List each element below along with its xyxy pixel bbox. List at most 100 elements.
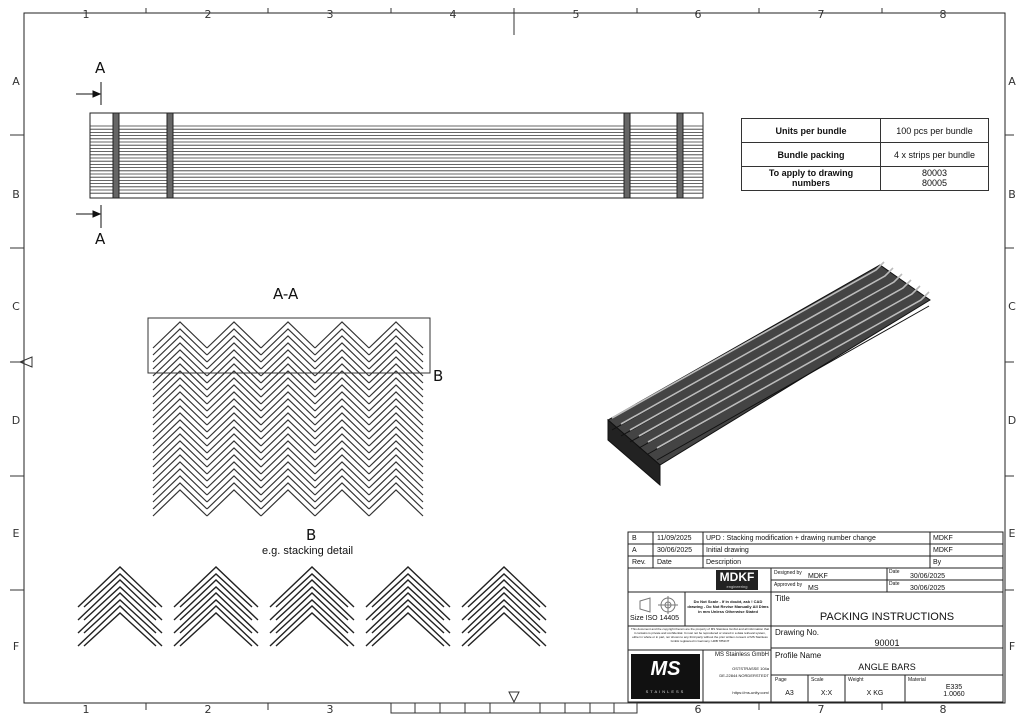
angle-bar-profile	[206, 328, 262, 356]
angle-bar-profile	[152, 321, 208, 349]
drawing-no: 90001	[874, 638, 900, 648]
angle-bar-profile	[314, 433, 370, 461]
angle-bar-profile	[368, 489, 424, 517]
angle-bar-detail	[173, 605, 259, 647]
bundle-side-view	[89, 112, 704, 199]
scale-label: Scale	[811, 677, 824, 683]
angle-bar-detail	[467, 573, 541, 608]
angle-bar-detail	[467, 612, 541, 647]
ms-logo	[631, 654, 700, 699]
angle-bar-profile	[314, 370, 370, 398]
angle-bar-profile	[260, 412, 316, 440]
zone-letter: A	[1008, 75, 1016, 88]
angle-bar-profile	[152, 475, 208, 503]
angle-bar-profile	[314, 328, 370, 356]
angle-bar-detail	[77, 566, 163, 608]
angle-bar-profile	[152, 335, 208, 363]
material-label: Material	[908, 677, 926, 683]
angle-bar-detail	[365, 605, 451, 647]
angle-bar-profile	[314, 412, 370, 440]
angle-bar-detail	[77, 579, 163, 621]
angle-bar-detail	[371, 586, 445, 621]
iso-strip	[629, 273, 903, 431]
angle-bar-profile	[152, 461, 208, 489]
angle-bar-profile	[260, 370, 316, 398]
angle-bar-profile	[206, 342, 262, 370]
date-label: Date	[889, 581, 900, 587]
angle-bar-detail	[461, 579, 547, 621]
page-size: A3	[785, 690, 794, 697]
angle-bar-detail	[173, 566, 259, 608]
angle-bar-profile	[368, 370, 424, 398]
angle-bar-detail	[269, 592, 355, 634]
angle-bar-profile	[314, 447, 370, 475]
ms-logo-sub: STAINLESS	[645, 689, 686, 694]
section-marker-top: A	[95, 59, 106, 77]
angle-bar-profile	[368, 384, 424, 412]
bundle-iso-view	[607, 261, 931, 487]
profile-name: ANGLE BARS	[858, 662, 916, 672]
iso-strip	[656, 291, 930, 449]
angle-bar-profile	[368, 412, 424, 440]
angle-bar-detail	[269, 605, 355, 647]
angle-bar-profile	[260, 426, 316, 454]
rev-date: 30/06/2025	[657, 547, 693, 554]
scale-strip	[390, 702, 638, 714]
zone-number: 6	[694, 8, 702, 21]
angle-bar-profile	[368, 433, 424, 461]
angle-bar-profile	[206, 412, 262, 440]
zone-number: 3	[326, 703, 334, 716]
angle-bar-profile	[368, 419, 424, 447]
angle-bar-profile	[152, 454, 208, 482]
angle-bar-profile	[368, 321, 424, 349]
angle-bar-profile	[260, 384, 316, 412]
angle-bar-profile	[206, 454, 262, 482]
angle-bar-profile	[206, 356, 262, 384]
angle-bar-detail	[269, 566, 355, 608]
zone-letter: E	[1008, 527, 1016, 540]
angle-bar-profile	[260, 468, 316, 496]
approved-by: MS	[808, 585, 819, 592]
angle-bar-profile	[206, 377, 262, 405]
angle-bar-profile	[152, 419, 208, 447]
rev-header-by: By	[933, 559, 942, 566]
angle-bar-profile	[152, 433, 208, 461]
angle-bar-profile	[152, 426, 208, 454]
material-value: E335 1.0060	[943, 684, 965, 698]
profile-label: Profile Name	[775, 651, 822, 660]
rev-date: 11/09/2025	[657, 535, 692, 542]
zone-letter: C	[12, 300, 20, 313]
angle-bar-profile	[314, 489, 370, 517]
rev-letter: A	[632, 547, 637, 554]
section-arrows	[76, 82, 102, 228]
angle-bar-detail	[179, 599, 253, 634]
angle-bar-profile	[314, 454, 370, 482]
section-aa-stack	[152, 321, 424, 517]
angle-bar-profile	[314, 377, 370, 405]
iso-strip	[620, 267, 894, 425]
zone-letter: B	[12, 188, 20, 201]
date-label: Date	[889, 569, 900, 575]
zone-letter: A	[12, 75, 20, 88]
angle-bar-detail	[83, 573, 157, 608]
angle-bar-detail	[275, 586, 349, 621]
zone-number: 1	[82, 703, 90, 716]
angle-bar-detail	[173, 579, 259, 621]
bundle-label: To apply to drawing numbers	[741, 166, 881, 191]
angle-bar-detail	[179, 612, 253, 647]
angle-bar-profile	[152, 440, 208, 468]
angle-bar-profile	[314, 342, 370, 370]
angle-bar-profile	[260, 335, 316, 363]
centering-mark-left	[18, 356, 33, 368]
angle-bar-profile	[152, 447, 208, 475]
angle-bar-profile	[206, 433, 262, 461]
angle-bar-profile	[368, 468, 424, 496]
angle-bar-profile	[260, 405, 316, 433]
company-address-1: OSTSTRASSE 104a	[732, 666, 769, 671]
angle-bar-profile	[368, 335, 424, 363]
angle-bar-profile	[314, 335, 370, 363]
angle-bar-profile	[368, 482, 424, 510]
designed-by: MDKF	[808, 573, 828, 580]
angle-bar-profile	[368, 454, 424, 482]
